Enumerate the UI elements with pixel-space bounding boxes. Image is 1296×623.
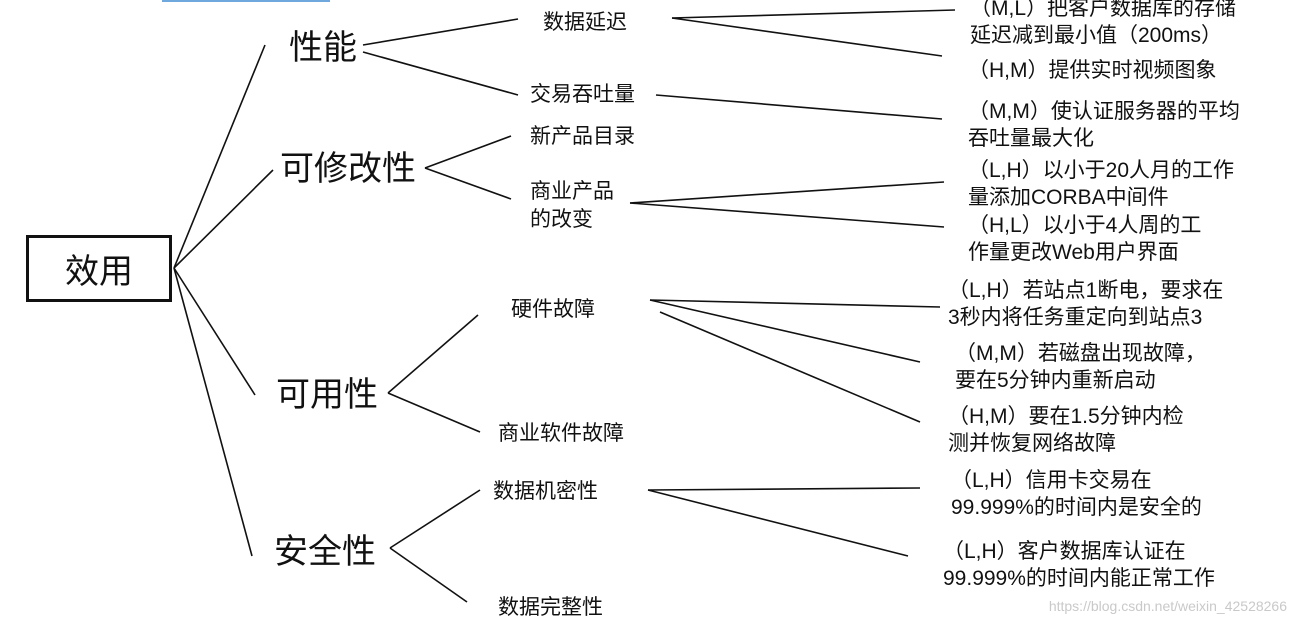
- scenario-line: （M,M）若磁盘出现故障，: [955, 342, 1206, 365]
- edge-change-s1: [629, 181, 945, 204]
- edge-confidentiality-s1: [647, 487, 921, 491]
- scenario-line: 测并恢复网络故障: [948, 432, 1116, 455]
- edge-root-availability: [173, 267, 256, 396]
- scenario-line: （L,H）若站点1断电，要求在: [948, 279, 1224, 302]
- edge-throughput-s1: [655, 94, 943, 120]
- scenario-change-1: （L,H）以小于20人月的工作 量添加CORBA中间件: [968, 157, 1234, 211]
- edge-security-confidentiality: [389, 489, 481, 549]
- scenario-change-2: （H,L）以小于4人周的工 作量更改Web用户界面: [968, 212, 1201, 266]
- scenario-hardware-3: （H,M）要在1.5分钟内检 测并恢复网络故障: [948, 403, 1184, 457]
- scenario-line: （L,H）客户数据库认证在: [943, 540, 1186, 563]
- scenario-confidentiality-1: （L,H）信用卡交易在 99.999%的时间内是安全的: [951, 467, 1202, 521]
- edge-modifiability-change: [424, 167, 512, 200]
- edge-hardware-s3: [659, 311, 921, 423]
- scenario-line: 作量更改Web用户界面: [968, 241, 1179, 264]
- edge-confidentiality-s2: [647, 489, 909, 557]
- refinement-data-latency: 数据延迟: [543, 10, 627, 34]
- edge-hardware-s1: [649, 299, 941, 308]
- edge-performance-latency: [362, 18, 519, 46]
- attribute-modifiability: 可修改性: [280, 149, 416, 189]
- refinement-product-change-line2: 的改变: [530, 207, 593, 231]
- scenario-throughput-1: （M,M）使认证服务器的平均 吞吐量最大化: [968, 98, 1240, 152]
- edge-latency-s1: [671, 9, 956, 19]
- edge-availability-hardware: [387, 314, 479, 394]
- edge-performance-throughput: [362, 51, 519, 96]
- scenario-line: （L,H）信用卡交易在: [951, 469, 1152, 492]
- scenario-latency-2: （H,M）提供实时视频图象: [968, 57, 1217, 84]
- scenario-hardware-1: （L,H）若站点1断电，要求在 3秒内将任务重定向到站点3: [948, 277, 1223, 331]
- scenario-line: （H,M）要在1.5分钟内检: [948, 405, 1184, 428]
- edge-root-modifiability: [173, 169, 274, 269]
- root-node-utility: 效用: [26, 235, 172, 302]
- edge-hardware-s2: [649, 299, 921, 363]
- refinement-new-product-catalog: 新产品目录: [530, 124, 635, 148]
- scenario-latency-1: （M,L）把客户数据库的存储 延迟减到最小值（200ms）: [970, 0, 1236, 49]
- scenario-line: 延迟减到最小值（200ms）: [970, 24, 1223, 47]
- scenario-line: 吞吐量最大化: [968, 127, 1094, 150]
- edge-security-integrity: [389, 547, 468, 603]
- scenario-hardware-2: （M,M）若磁盘出现故障， 要在5分钟内重新启动: [955, 340, 1206, 394]
- refinement-transaction-throughput: 交易吞吐量: [530, 82, 635, 106]
- scenario-line: 量添加CORBA中间件: [968, 186, 1169, 209]
- attribute-performance: 性能: [289, 28, 357, 68]
- top-edge-bar: [162, 0, 330, 2]
- scenario-line: （H,L）以小于4人周的工: [968, 214, 1202, 237]
- refinement-data-confidentiality: 数据机密性: [493, 479, 598, 503]
- edge-availability-software: [387, 392, 481, 433]
- watermark: https://blog.csdn.net/weixin_42528266: [1048, 598, 1287, 614]
- scenario-line: 要在5分钟内重新启动: [955, 369, 1156, 392]
- scenario-line: 3秒内将任务重定向到站点3: [948, 306, 1203, 329]
- scenario-line: （M,M）使认证服务器的平均: [968, 100, 1240, 123]
- root-label: 效用: [65, 252, 133, 292]
- edge-root-performance: [173, 44, 266, 269]
- refinement-hardware-failure: 硬件故障: [511, 297, 595, 321]
- edge-modifiability-catalog: [424, 135, 512, 169]
- attribute-availability: 可用性: [276, 375, 378, 415]
- refinement-product-change-line1: 商业产品: [530, 179, 614, 203]
- edge-latency-s2: [671, 17, 943, 57]
- edge-root-security: [173, 267, 253, 557]
- refinement-data-integrity: 数据完整性: [498, 595, 603, 619]
- scenario-line: （M,L）把客户数据库的存储: [970, 0, 1237, 20]
- attribute-security: 安全性: [274, 532, 376, 572]
- refinement-commercial-software-failure: 商业软件故障: [498, 421, 624, 445]
- scenario-line: （H,M）提供实时视频图象: [968, 59, 1217, 82]
- edge-change-s2: [629, 202, 945, 228]
- scenario-line: （L,H）以小于20人月的工作: [968, 159, 1235, 182]
- scenario-confidentiality-2: （L,H）客户数据库认证在 99.999%的时间内能正常工作: [943, 538, 1215, 592]
- scenario-line: 99.999%的时间内能正常工作: [943, 567, 1215, 590]
- scenario-line: 99.999%的时间内是安全的: [951, 496, 1202, 519]
